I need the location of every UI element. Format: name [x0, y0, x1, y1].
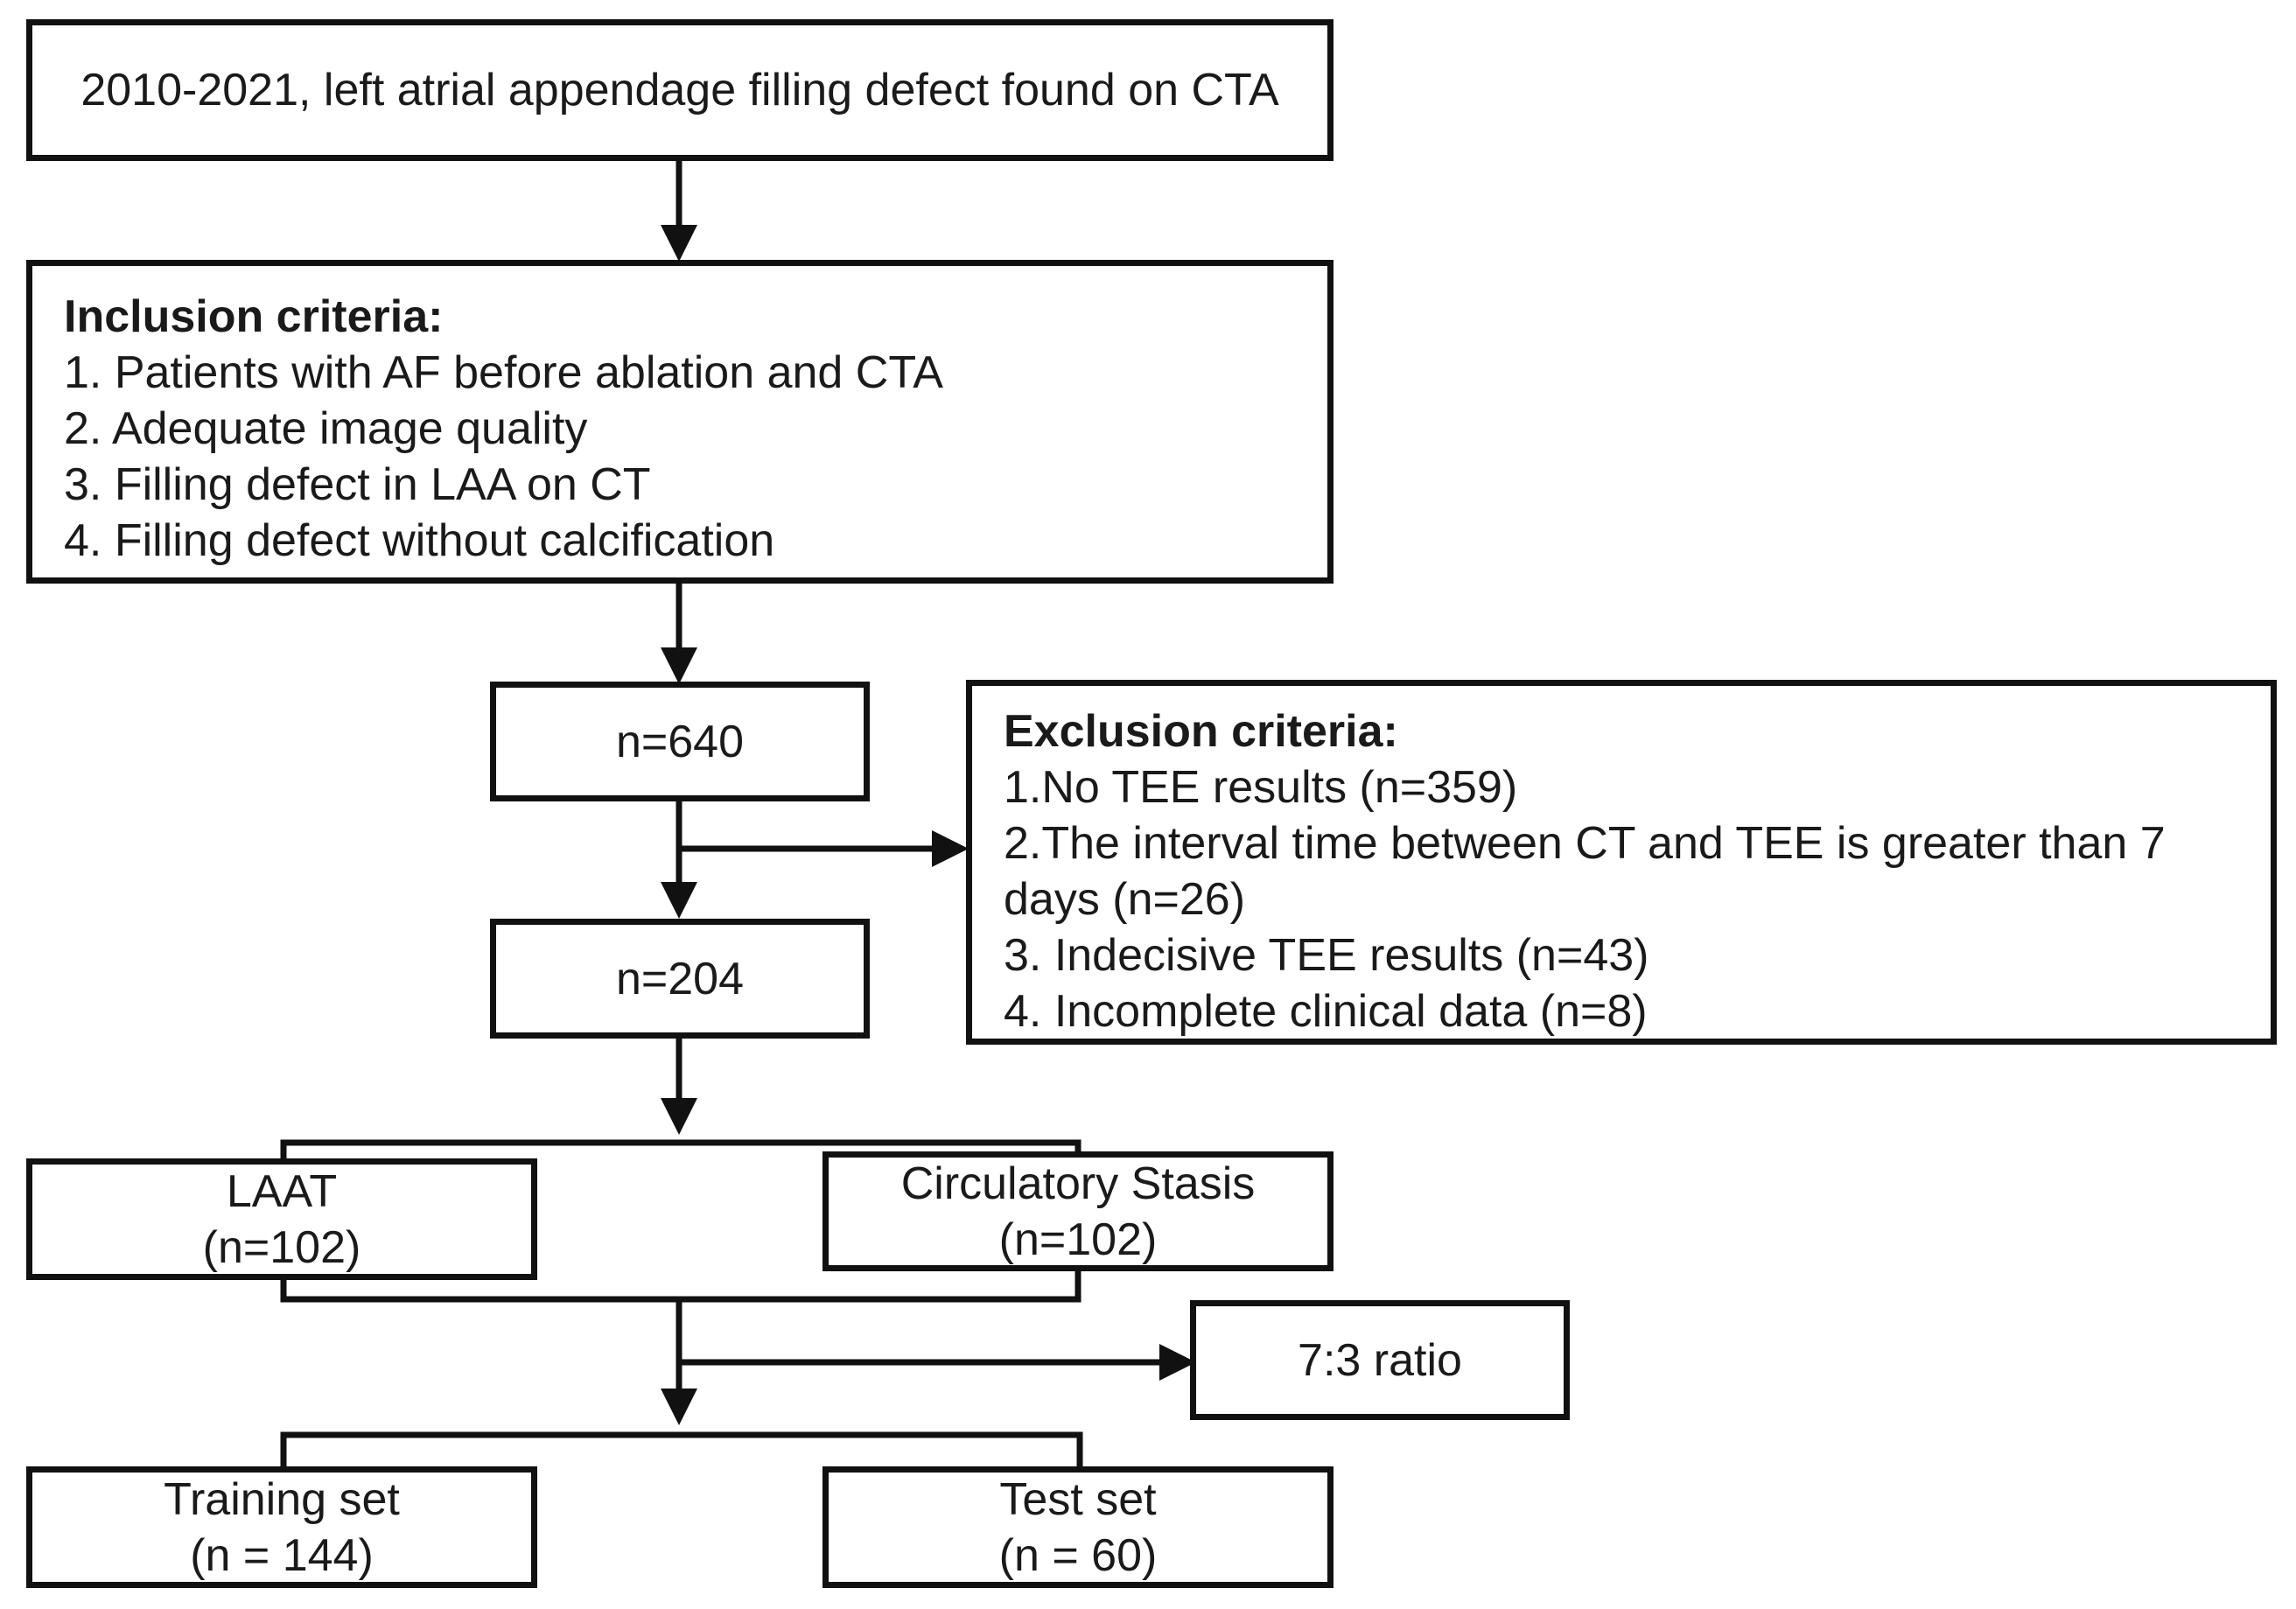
split-ratio-text: 7:3 ratio [1298, 1334, 1462, 1386]
inclusion-item: 1. Patients with AF before ablation and … [64, 347, 943, 398]
test-set-box: Test set (n = 60) [822, 1466, 1334, 1588]
training-set-count: (n = 144) [190, 1529, 374, 1581]
group-stasis-count: (n=102) [998, 1214, 1158, 1265]
source-text: 2010-2021, left atrial appendage filling… [80, 65, 1279, 115]
exclusion-item: 3. Indecisive TEE results (n=43) [1004, 930, 1649, 981]
source-box: 2010-2021, left atrial appendage filling… [26, 19, 1334, 161]
test-set-label: Test set [999, 1473, 1157, 1525]
count-initial-box: n=640 [490, 682, 870, 801]
exclusion-heading: Exclusion criteria: [1004, 706, 1398, 757]
exclusion-criteria-box: Exclusion criteria: 1.No TEE results (n=… [966, 680, 2277, 1045]
inclusion-criteria-box: Inclusion criteria: 1. Patients with AF … [26, 260, 1334, 584]
test-set-count: (n = 60) [998, 1529, 1158, 1581]
count-final-box: n=204 [490, 919, 870, 1039]
training-set-box: Training set (n = 144) [26, 1466, 537, 1588]
inclusion-item: 2. Adequate image quality [64, 403, 588, 454]
inclusion-item: 4. Filling defect without calcification [64, 515, 775, 566]
training-set-label: Training set [164, 1473, 400, 1525]
count-final-text: n=204 [615, 953, 745, 1004]
group-laat-count: (n=102) [202, 1221, 361, 1273]
split-ratio-box: 7:3 ratio [1190, 1300, 1570, 1420]
split-bracket [280, 1431, 1083, 1468]
count-initial-text: n=640 [615, 716, 745, 767]
exclusion-item: 4. Incomplete clinical data (n=8) [1004, 986, 1648, 1037]
exclusion-item: 1.No TEE results (n=359) [1004, 762, 1518, 813]
inclusion-item: 3. Filling defect in LAA on CT [64, 459, 651, 510]
group-stasis-box: Circulatory Stasis (n=102) [822, 1151, 1334, 1271]
exclusion-item: 2.The interval time between CT and TEE i… [1004, 818, 2166, 925]
group-laat-label: LAAT [226, 1165, 338, 1217]
inclusion-heading: Inclusion criteria: [64, 291, 444, 342]
groups-top-bracket [280, 1139, 1082, 1164]
group-laat-box: LAAT (n=102) [26, 1158, 537, 1280]
group-stasis-label: Circulatory Stasis [900, 1158, 1256, 1209]
